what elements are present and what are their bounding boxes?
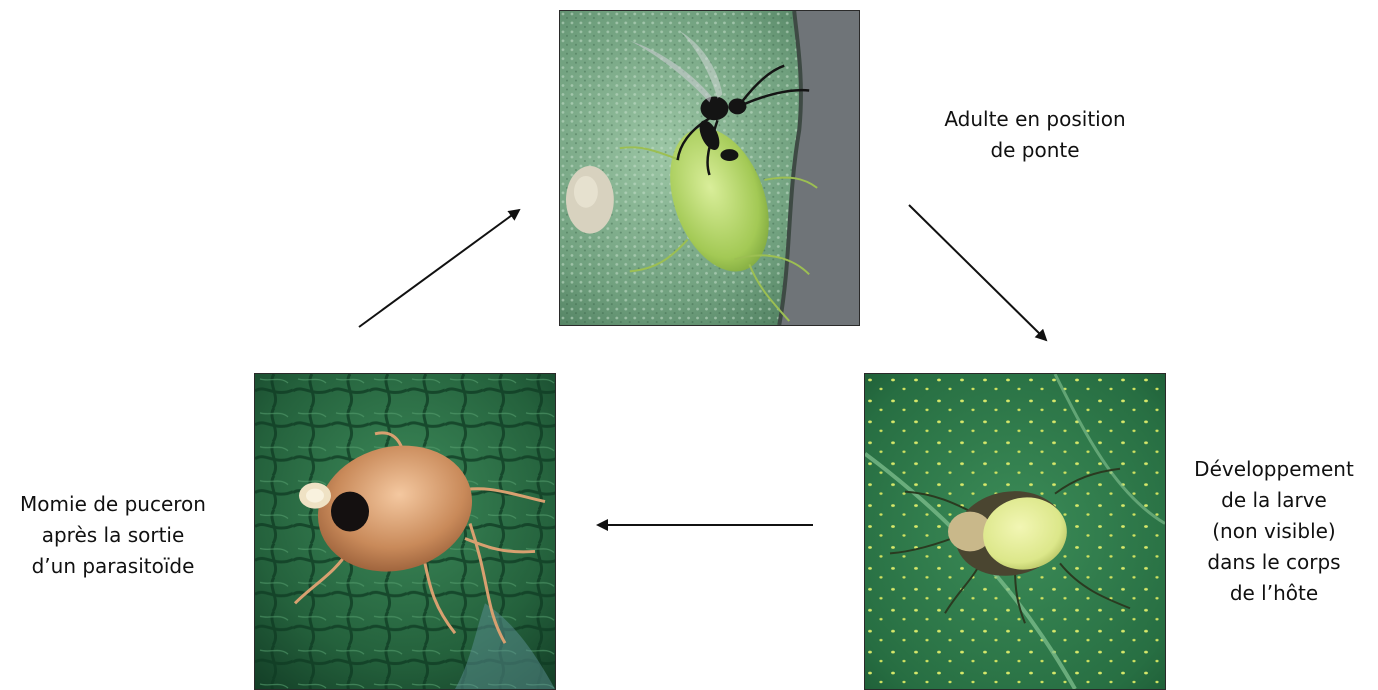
caption-line: Momie de puceron <box>2 489 224 520</box>
caption-line: de ponte <box>926 135 1144 166</box>
caption-line: d’un parasitoïde <box>2 551 224 582</box>
arrow-adult-to-larva <box>909 205 1046 340</box>
aphid-mummy-photo <box>254 373 556 690</box>
caption-line: Adulte en position <box>926 104 1144 135</box>
caption-line: dans le corps <box>1184 547 1364 578</box>
caption-aphid-mummy: Momie de puceron après la sortie d’un pa… <box>2 489 224 582</box>
adult-wasp-photo <box>559 10 860 326</box>
caption-line: Développement <box>1184 454 1364 485</box>
caption-line: après la sortie <box>2 520 224 551</box>
caption-larva-development: Développement de la larve (non visible) … <box>1184 454 1364 609</box>
caption-line: de la larve <box>1184 485 1364 516</box>
caption-line: de l’hôte <box>1184 578 1364 609</box>
caption-line: (non visible) <box>1184 516 1364 547</box>
larva-development-photo <box>864 373 1166 690</box>
arrow-mummy-to-adult <box>359 210 519 327</box>
caption-adult-egg-laying: Adulte en position de ponte <box>926 104 1144 166</box>
